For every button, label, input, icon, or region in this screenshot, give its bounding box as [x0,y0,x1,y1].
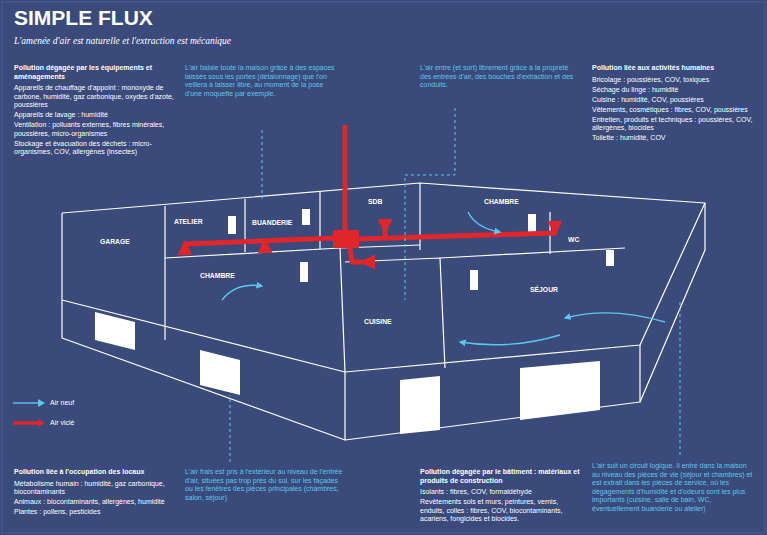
pollution-item: Toilette : humidité, COV [592,134,755,143]
room-label: CHAMBRE [200,272,235,280]
legend-entry: Air vicié [12,418,75,428]
legend-arrow [12,398,46,408]
block-heading: Pollution liée à l'occupation des locaux [14,468,179,477]
pollution-item: Animaux : biocontaminants, allergènes, h… [14,498,179,507]
block-heading: Pollution liée aux activités humaines [592,64,755,73]
pollution-block: Pollution dégagée par le bâtiment : maté… [420,468,580,525]
pollution-item: Revêtements sols et murs, peintures, ver… [420,498,580,524]
legend-text: Air neuf [50,399,74,408]
extraction-fan [333,230,359,248]
note-text: L'air frais est pris à l'extérieur au ni… [185,468,345,502]
title-block: SIMPLE FLUX [14,6,153,31]
note-text: L'air balaie toute la maison grâce à des… [185,64,340,98]
pollution-item: Plantes : pollens, pesticides [14,508,179,517]
pollution-block: Pollution liée à l'occupation des locaux… [14,468,179,518]
pollution-item: Ventilation : polluants externes, fibres… [14,121,174,138]
legend-arrow [12,418,46,428]
legend-text: Air vicié [50,419,75,428]
room-label: GARAGE [100,238,130,246]
room-label: SDB [368,198,382,206]
note-text: L'air suit un circuit logique. Il entre … [592,462,755,513]
pollution-item: Séchage du linge : humidité [592,86,755,95]
house-walls [62,183,705,440]
room-label: ATELIER [174,218,203,226]
pollution-item: Bricolage : poussières, COV, toxiques [592,76,755,85]
room-label: SÉJOUR [530,286,558,294]
pollution-item: Vêtements, cosmétiques : fibres, COV, po… [592,106,755,115]
pollution-item: Isolants : fibres, COV, formaldéhyde [420,488,580,497]
room-label: WC [568,236,579,244]
subtitle: L'amenée d'air est naturelle et l'extrac… [14,36,434,49]
fresh-air-arrows [222,212,665,345]
airflow-note: L'air suit un circuit logique. Il entre … [592,462,755,515]
pollution-item: Appareils de chauffage d'appoint : monox… [14,84,174,110]
airflow-note: L'air frais est pris à l'extérieur au ni… [185,468,345,504]
pollution-item: Métabolisme humain : humidité, gaz carbo… [14,480,179,497]
pollution-item: Stockage et évacuation des déchets : mic… [14,140,174,157]
pollution-block: Pollution liée aux activités humainesBri… [592,64,755,144]
block-heading: Pollution dégagée par les équipements et… [14,64,174,81]
pollution-item: Entretien, produits et techniques : pous… [592,116,755,133]
note-text: L'air entre (et sort) librement grâce à … [420,64,580,90]
pollution-item: Cuisine : humidité, COV, poussières [592,96,755,105]
block-heading: Pollution dégagée par le bâtiment : maté… [420,468,580,485]
room-label: CUISINE [364,318,392,326]
airflow-note: L'air balaie toute la maison grâce à des… [185,64,340,100]
title: SIMPLE FLUX [14,6,153,29]
room-label: CHAMBRE [484,198,519,206]
leader-lines [230,108,680,462]
pollution-block: Pollution dégagée par les équipements et… [14,64,174,158]
doors-windows [95,209,614,434]
exhaust-duct [185,125,555,262]
room-label: BUANDERIE [252,219,292,227]
airflow-note: L'air entre (et sort) librement grâce à … [420,64,580,91]
pollution-item: Appareils de lavage : humidité [14,111,174,120]
subtitle: L'amenée d'air est naturelle et l'extrac… [14,36,434,48]
legend-entry: Air neuf [12,398,74,408]
